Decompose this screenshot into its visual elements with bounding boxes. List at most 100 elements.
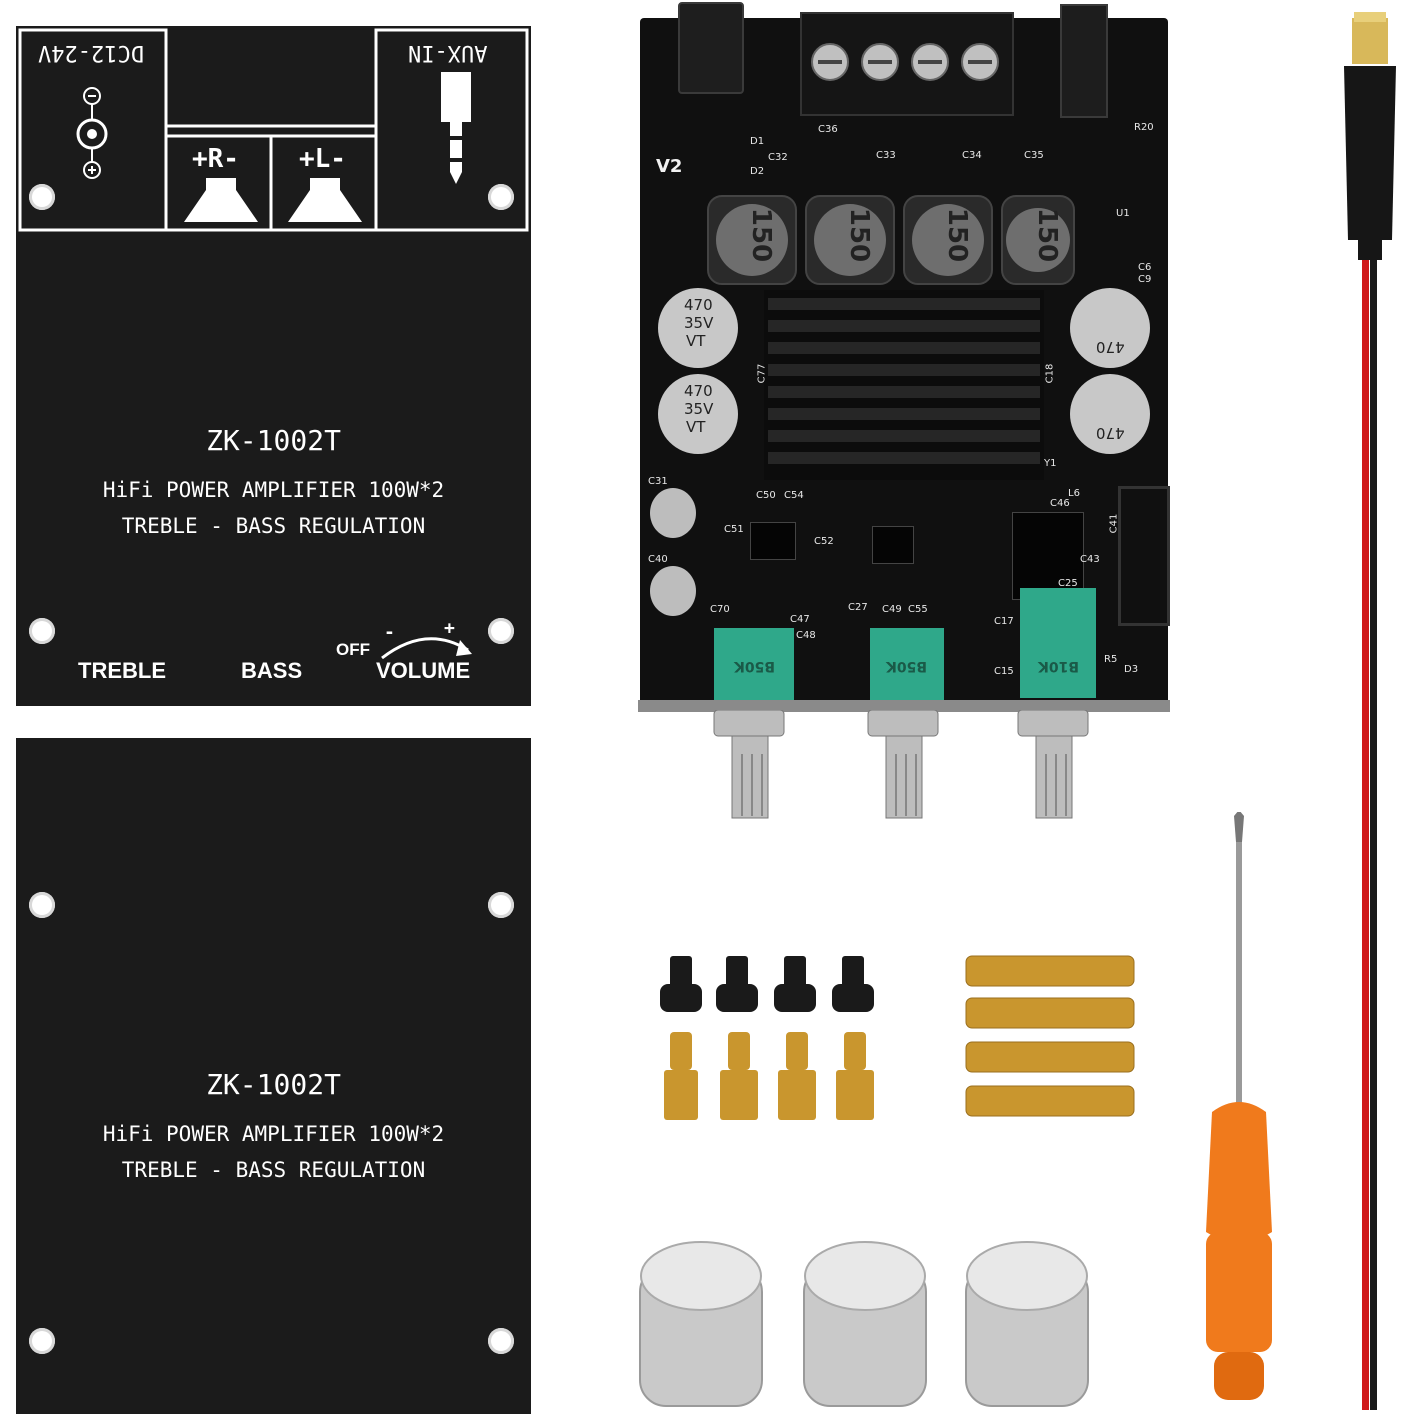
pot-value-label: B50K <box>734 658 776 674</box>
capacitor <box>650 488 696 538</box>
capacitor-value: 470 <box>684 296 713 314</box>
silkscreen-label: C46 <box>1050 498 1070 509</box>
treble-potentiometer <box>714 628 794 700</box>
capacitor <box>658 374 738 454</box>
silkscreen-label: C51 <box>724 524 744 535</box>
speaker-terminal-block <box>800 12 1014 116</box>
volume-plus-label: + <box>444 618 455 639</box>
inductor-label: 150 <box>844 207 875 263</box>
capacitor-value: 470 <box>1096 338 1125 356</box>
volume-potentiometer <box>1020 588 1096 698</box>
silkscreen-label: C17 <box>994 616 1014 627</box>
right-speaker-label: +R- <box>192 144 239 174</box>
silkscreen-label: U1 <box>1116 208 1130 219</box>
pot-value-label: B50K <box>886 658 928 674</box>
mount-hole <box>29 618 55 644</box>
silkscreen-label: C48 <box>796 630 816 641</box>
silkscreen-label: D2 <box>750 166 765 177</box>
top-panel-outline <box>18 28 529 232</box>
mount-hole <box>488 1328 514 1354</box>
model-label: ZK-1002T <box>206 424 341 457</box>
dc-jack-icon <box>76 87 108 179</box>
inductor-label: 150 <box>746 207 777 263</box>
capacitor <box>1070 288 1150 368</box>
description-line-2: TREBLE - BASS REGULATION <box>121 514 426 538</box>
bluetooth-antenna <box>1118 486 1170 626</box>
capacitor-value: 470 <box>1096 424 1125 442</box>
volume-minus-label: - <box>384 622 395 643</box>
off-label: OFF <box>336 640 370 659</box>
aux-input-jack <box>1060 4 1108 118</box>
silkscreen-label: R20 <box>1134 122 1154 133</box>
silkscreen-label: L6 <box>1068 488 1080 499</box>
pot-value-label: B10K <box>1038 658 1080 674</box>
capacitor <box>1070 374 1150 454</box>
silkscreen-label: C35 <box>1024 150 1044 161</box>
silkscreen-label: C31 <box>648 476 668 487</box>
silkscreen-label: C32 <box>768 152 788 163</box>
inductor-label: 150 <box>1032 207 1063 263</box>
heatsink-icon <box>764 290 1044 480</box>
silkscreen-label: D1 <box>750 136 765 147</box>
silkscreen-label: C70 <box>710 604 730 615</box>
silkscreen-label: C25 <box>1058 578 1078 589</box>
bottom-cover-panel: ZK-1002T HiFi POWER AMPLIFIER 100W*2 TRE… <box>16 738 531 1414</box>
brass-standoffs-short <box>664 1032 874 1120</box>
terminal-screws-icon <box>811 43 999 81</box>
silkscreen-label: R5 <box>1104 654 1118 665</box>
silkscreen-label: C77 <box>756 363 768 384</box>
left-speaker-icon <box>288 178 362 222</box>
mount-hole <box>29 184 55 210</box>
capacitor-series: VT <box>686 418 706 436</box>
silkscreen-label: C27 <box>848 602 868 613</box>
description-line-1: HiFi POWER AMPLIFIER 100W*2 <box>102 1122 445 1146</box>
silkscreen-label: C55 <box>908 604 928 615</box>
inductor-label: 150 <box>942 207 973 263</box>
model-label: ZK-1002T <box>206 1068 341 1101</box>
chip <box>750 522 796 560</box>
capacitor <box>658 288 738 368</box>
amplifier-board: V2 150 150 150 150 470 35V VT 470 35V <box>640 2 1170 708</box>
capacitor-voltage: 35V <box>684 314 714 332</box>
silkscreen-label: C47 <box>790 614 810 625</box>
brass-standoffs-long <box>965 955 1135 1117</box>
silkscreen-label: C50 <box>756 490 776 501</box>
audio-jack-icon <box>441 72 471 184</box>
silkscreen-label: C9 <box>1138 274 1152 285</box>
capacitor-value: 470 <box>684 382 713 400</box>
chip <box>872 526 914 564</box>
silkscreen-label: C6 <box>1138 262 1152 273</box>
mount-hole <box>488 618 514 644</box>
right-speaker-icon <box>184 178 258 222</box>
treble-label: TREBLE <box>78 658 166 683</box>
mount-hole <box>488 892 514 918</box>
mount-hole <box>29 892 55 918</box>
silkscreen-label: C54 <box>784 490 804 501</box>
silkscreen-label: C41 <box>1108 513 1120 534</box>
mount-hole <box>29 1328 55 1354</box>
silkscreen-label: C43 <box>1080 554 1100 565</box>
silkscreen-label: C49 <box>882 604 902 615</box>
silkscreen-label: D3 <box>1124 664 1139 675</box>
silkscreen-label: C36 <box>818 124 838 135</box>
silkscreen-label: C52 <box>814 536 834 547</box>
board-version-label: V2 <box>656 156 683 177</box>
silkscreen-label: C34 <box>962 150 982 161</box>
top-cover-panel: DC12-24V AUX-IN +R- +L- ZK-1002T HiFi PO… <box>16 26 531 706</box>
inductors-icon <box>707 195 1075 285</box>
dc-power-cable <box>1344 12 1396 1410</box>
left-speaker-label: +L- <box>299 144 346 174</box>
silkscreen-label: C33 <box>876 150 896 161</box>
screwdriver <box>1206 812 1272 1400</box>
chip <box>1012 512 1084 600</box>
volume-arrow-icon <box>381 637 472 660</box>
aux-label: AUX-IN <box>408 40 488 65</box>
knobs <box>639 1241 1089 1407</box>
description-line-2: TREBLE - BASS REGULATION <box>121 1158 426 1182</box>
description-line-1: HiFi POWER AMPLIFIER 100W*2 <box>102 478 445 502</box>
power-label: DC12-24V <box>38 40 144 65</box>
capacitor-series: VT <box>686 332 706 350</box>
silkscreen-label: C18 <box>1044 363 1056 384</box>
silkscreen-label: C15 <box>994 666 1014 677</box>
capacitor-voltage: 35V <box>684 400 714 418</box>
